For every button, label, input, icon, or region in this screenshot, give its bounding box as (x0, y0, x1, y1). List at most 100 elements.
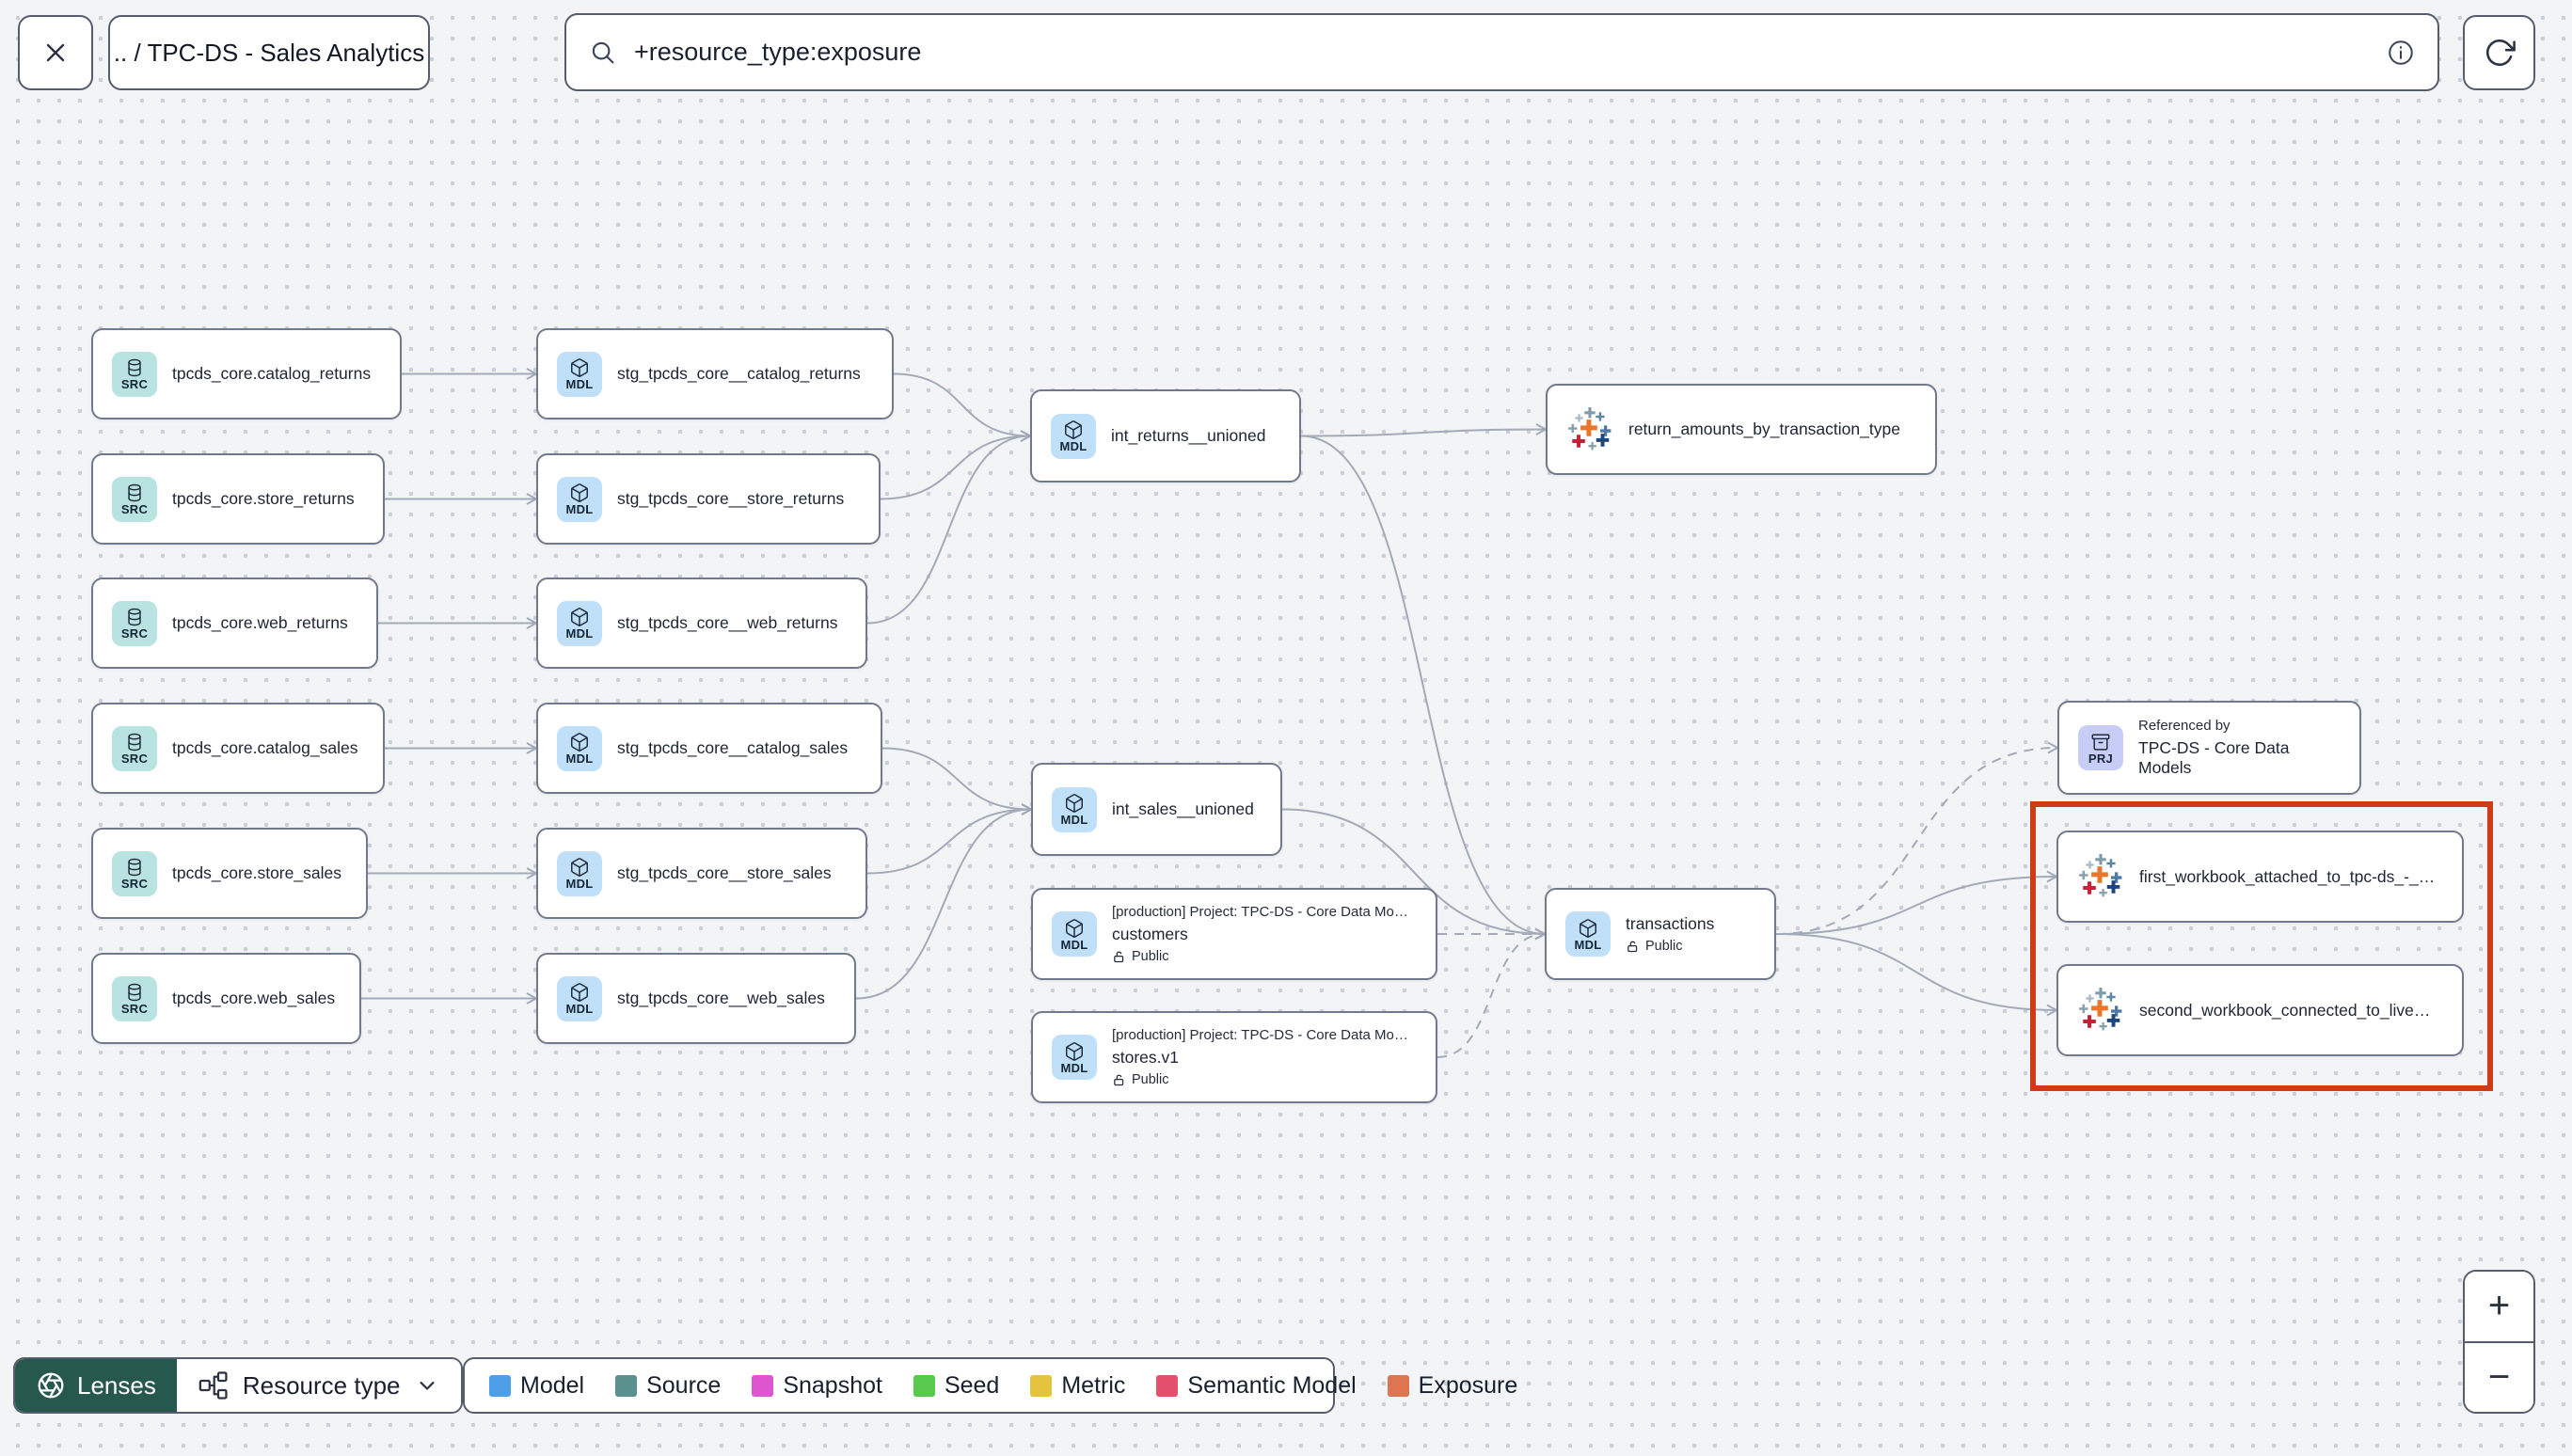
src-badge: SRC (112, 600, 157, 646)
database-icon (128, 483, 141, 502)
model-cube-icon (571, 483, 588, 502)
node-int_sales[interactable]: MDL int_sales__unioned (1031, 763, 1282, 856)
zoom-out-button[interactable]: − (2465, 1340, 2533, 1412)
legend-item-metric: Metric (1030, 1372, 1125, 1400)
search-bar[interactable]: +resource_type:exposure (564, 13, 2439, 91)
lenses-label: Lenses (77, 1370, 156, 1400)
badge-label: MDL (565, 377, 594, 391)
node-project-label: [production] Project: TPC-DS - Core Data… (1112, 904, 1408, 920)
node-return_amounts[interactable]: return_amounts_by_transaction_type (1546, 384, 1937, 475)
database-icon (128, 358, 141, 377)
legend-item-snapshot: Snapshot (752, 1372, 882, 1400)
node-customers[interactable]: MDL[production] Project: TPC-DS - Core D… (1031, 888, 1437, 980)
node-text: second_workbook_connected_to_live… (2139, 1001, 2430, 1021)
src-badge: SRC (112, 725, 157, 771)
legend-item-source: Source (615, 1372, 721, 1400)
badge-label: MDL (1574, 937, 1602, 952)
node-title: Referenced by (2138, 718, 2231, 734)
access-badge: Public (1112, 1072, 1408, 1087)
node-project-label: [production] Project: TPC-DS - Core Data… (1112, 1027, 1408, 1043)
node-label: stg_tpcds_core__web_sales (617, 989, 825, 1007)
node-text: int_sales__unioned (1112, 799, 1254, 819)
chevron-down-icon (419, 1381, 435, 1390)
legend-color-chip (1387, 1374, 1409, 1397)
close-button[interactable] (18, 15, 93, 90)
node-label: customers (1112, 925, 1188, 943)
legend-item-semantic-model: Semantic Model (1156, 1372, 1357, 1400)
node-src_catalog_returns[interactable]: SRC tpcds_core.catalog_returns (91, 328, 402, 419)
badge-label: SRC (120, 752, 149, 766)
info-icon[interactable] (2387, 39, 2415, 67)
selection-highlight (2030, 801, 2493, 1091)
node-wb2[interactable]: second_workbook_connected_to_live… (2056, 964, 2464, 1056)
tableau-icon (2079, 988, 2122, 1031)
mdl-badge: MDL (1052, 1035, 1097, 1080)
node-text: [production] Project: TPC-DS - Core Data… (1112, 904, 1408, 964)
resource-type-button[interactable]: Resource type (176, 1359, 461, 1412)
node-text: tpcds_core.catalog_returns (172, 364, 371, 384)
badge-label: MDL (1060, 813, 1088, 827)
node-text: tpcds_core.web_sales (172, 989, 335, 1008)
access-badge: Public (1626, 939, 1714, 954)
mdl-badge: MDL (1565, 911, 1611, 957)
access-label: Public (1645, 939, 1683, 954)
refresh-button[interactable] (2463, 15, 2535, 90)
badge-label: SRC (120, 377, 149, 391)
model-cube-icon (1066, 918, 1083, 938)
mdl-badge: MDL (1051, 413, 1096, 459)
mdl-badge: MDL (1052, 786, 1097, 832)
breadcrumb[interactable]: .. / TPC-DS - Sales Analytics (108, 15, 430, 90)
lenses-aperture-icon (38, 1372, 64, 1399)
breadcrumb-label: .. / TPC-DS - Sales Analytics (113, 38, 425, 67)
model-cube-icon (1066, 794, 1083, 813)
lenses-button[interactable]: Lenses (15, 1359, 177, 1412)
node-label: tpcds_core.catalog_returns (172, 364, 372, 383)
database-icon (128, 733, 141, 752)
legend-item-model: Model (489, 1372, 584, 1400)
node-wb1[interactable]: first_workbook_attached_to_tpc-ds_-_… (2056, 831, 2464, 923)
node-text: tpcds_core.catalog_sales (172, 738, 357, 758)
close-icon (46, 43, 65, 62)
mdl-badge: MDL (557, 600, 602, 646)
edge-stg_store_returns-to-int_returns (880, 430, 1033, 500)
prj-badge: PRJ (2078, 725, 2123, 770)
legend-color-chip (1030, 1374, 1053, 1397)
node-stores_v1[interactable]: MDL [production] Project: TPC-DS - Core D… (1031, 1011, 1437, 1103)
edge-stores_v1-to-transactions (1437, 927, 1548, 1058)
search-input[interactable]: +resource_type:exposure (634, 38, 922, 66)
refresh-icon (2485, 40, 2516, 66)
model-cube-icon (571, 733, 588, 752)
lock-open-icon (1114, 951, 1124, 962)
lock-open-icon (1627, 941, 1638, 952)
badge-label: MDL (1060, 1060, 1088, 1075)
project-archive-icon (2091, 733, 2110, 751)
node-src_catalog_sales[interactable]: SRC tpcds_core.catalog_sales (91, 703, 385, 794)
legend-label: Model (520, 1371, 585, 1399)
legend-label: Snapshot (783, 1371, 882, 1399)
node-label: tpcds_core.web_sales (172, 989, 336, 1007)
legend-color-chip (1156, 1374, 1179, 1397)
zoom-in-button[interactable]: + (2465, 1272, 2533, 1341)
src-badge: SRC (112, 351, 157, 397)
access-badge: Public (1112, 949, 1408, 964)
model-cube-icon (571, 358, 588, 377)
node-label: return_amounts_by_transaction_type (1628, 419, 1900, 438)
database-icon (128, 983, 141, 1002)
